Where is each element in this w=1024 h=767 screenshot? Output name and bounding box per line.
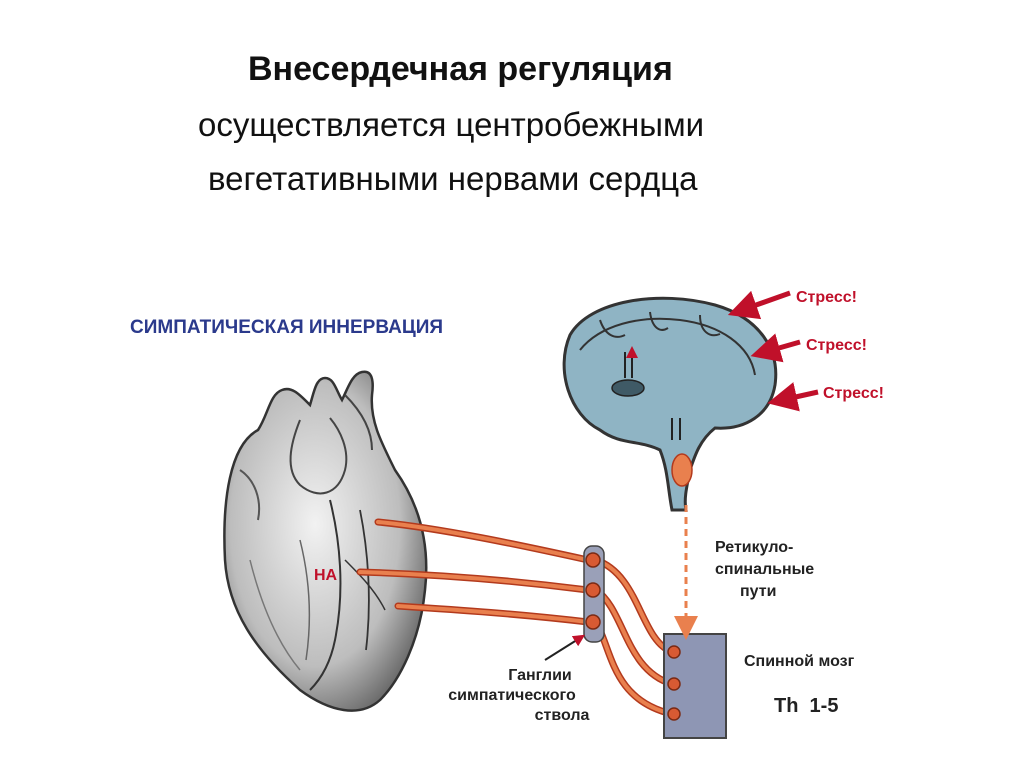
ganglia-label-line1: Ганглии xyxy=(508,667,572,684)
slide-subtitle-line2: вегетативными нервами сердца xyxy=(208,160,698,197)
pathway-label-line1: Ретикуло- xyxy=(715,539,793,556)
slide-title: Внесердечная регуляция xyxy=(248,50,673,88)
sympathetic-ganglia xyxy=(583,545,605,643)
stress-label-3: Стресс! xyxy=(823,385,884,402)
section-label: СИМПАТИЧЕСКАЯ ИННЕРВАЦИЯ xyxy=(130,317,443,338)
stress-label-1: Стресс! xyxy=(796,289,857,306)
pathway-label-line2: спинальные xyxy=(715,561,814,578)
ganglia-label-line2: симпатического xyxy=(448,687,576,704)
heart-label-na: НА xyxy=(314,567,338,584)
ganglia-pointer-arrow xyxy=(544,634,586,661)
postganglionic-nerves xyxy=(356,518,592,626)
spinal-cord xyxy=(663,633,727,739)
spinal-cord-label: Спинной мозг xyxy=(744,653,855,670)
stress-arrows xyxy=(727,290,819,412)
stress-label-2: Стресс! xyxy=(806,337,867,354)
ganglia-label-line3: ствола xyxy=(535,707,590,724)
brain-illustration xyxy=(562,296,778,512)
slide-subtitle-line1: осуществляется центробежными xyxy=(198,106,705,143)
pathway-label-line3: пути xyxy=(740,583,776,600)
heart-illustration xyxy=(223,370,428,712)
segment-label: Th 1-5 xyxy=(774,695,838,717)
preganglionic-nerves xyxy=(592,556,676,718)
